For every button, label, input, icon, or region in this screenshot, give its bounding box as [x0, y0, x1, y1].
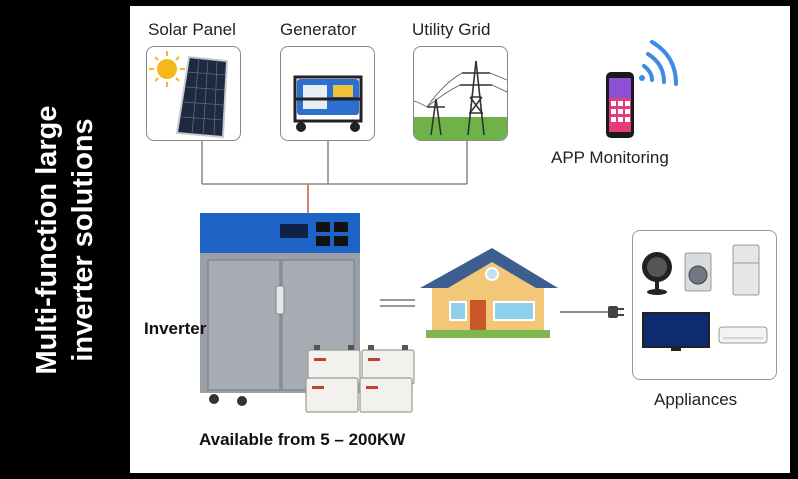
house-icon	[420, 248, 558, 338]
battery-bank-icon	[305, 345, 415, 413]
refrigerator-icon	[732, 244, 760, 296]
generator-label: Generator	[280, 20, 357, 39]
solar-panel-label: Solar Panel	[148, 20, 236, 39]
app-monitoring-label: APP Monitoring	[551, 148, 669, 167]
fan-icon	[642, 252, 672, 295]
generator-icon	[293, 75, 363, 132]
appliances-icons	[642, 244, 768, 351]
tv-icon	[642, 312, 710, 351]
side-title-line-2: inverter solutions	[67, 118, 99, 362]
utility-grid-box	[413, 46, 508, 141]
plug-icon	[608, 306, 624, 318]
air-conditioner-icon	[718, 326, 768, 344]
washing-machine-icon	[684, 252, 712, 292]
utility-grid-icon	[414, 60, 507, 140]
availability-text: Available from 5 – 200KW	[199, 430, 406, 449]
side-band: Multi-function large inverter solutions	[0, 0, 130, 479]
solar-panel-box	[146, 46, 241, 141]
app-monitoring-icon	[606, 40, 678, 138]
diagram-canvas: Solar Panel Generator	[130, 6, 790, 473]
connector-lines	[201, 139, 608, 313]
generator-box	[280, 46, 375, 141]
solar-panel-icon	[149, 51, 229, 139]
side-title-line-1: Multi-function large	[31, 105, 63, 375]
appliances-box	[632, 230, 777, 380]
side-title: Multi-function large inverter solutions	[29, 40, 101, 440]
appliances-label: Appliances	[654, 390, 738, 409]
inverter-label: Inverter	[144, 319, 207, 338]
utility-grid-label: Utility Grid	[412, 20, 491, 39]
